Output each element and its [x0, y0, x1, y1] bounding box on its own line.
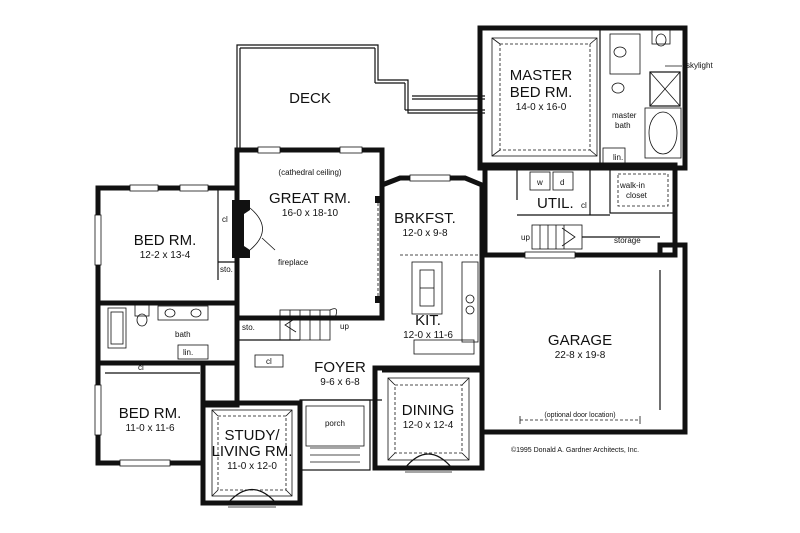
study-label-1: STUDY/ [224, 427, 280, 444]
kit-dim: 12-0 x 11-6 [403, 330, 453, 341]
garage [482, 242, 688, 435]
garage-door-note: (optional door location) [544, 412, 615, 419]
brkfst-dim: 12-0 x 9-8 [402, 228, 447, 239]
copyright: ©1995 Donald A. Gardner Architects, Inc. [511, 446, 639, 454]
cl-bed2-label: cl [138, 363, 144, 372]
foyer-label: FOYER [314, 359, 366, 376]
util-label: UTIL. [537, 195, 574, 212]
great-note: (cathedral ceiling) [278, 168, 341, 177]
stair-main [279, 308, 338, 341]
master-bath-label-2: bath [615, 121, 631, 130]
garage-dim: 22-8 x 19-8 [555, 350, 606, 361]
lin-master-label: lin. [613, 153, 623, 162]
porch [299, 399, 371, 471]
cl-util-label: cl [581, 201, 587, 210]
washer-label: w [536, 178, 543, 187]
garage-label: GARAGE [548, 332, 612, 349]
master-bath-label-1: master [612, 111, 637, 120]
bed1-dim: 12-2 x 13-4 [140, 250, 191, 261]
kit-label: KIT. [415, 312, 441, 329]
bath-label: bath [175, 330, 191, 339]
master-label-2: BED RM. [510, 84, 573, 101]
master-label-1: MASTER [510, 67, 573, 84]
dryer-label: d [560, 178, 564, 187]
deck-label: DECK [289, 90, 331, 107]
bed2-label: BED RM. [119, 405, 182, 422]
dining-dim: 12-0 x 12-4 [403, 420, 454, 431]
stair-up-hall-label: up [340, 322, 349, 331]
study-living [200, 400, 303, 508]
lin-bath-label: lin. [183, 348, 193, 357]
foyer-dim: 9-6 x 6-8 [320, 377, 360, 388]
sto-hall-label: sto. [242, 323, 255, 332]
study-label-2: LIVING RM. [212, 443, 293, 460]
porch-label: porch [325, 419, 345, 428]
cl-foyer-label: cl [266, 357, 272, 366]
sto-bed1-label: sto. [220, 265, 233, 274]
utility-area [482, 162, 678, 258]
dining-room [372, 365, 485, 473]
walk-in-label-2: closet [626, 191, 648, 200]
cl-bed1-label: cl [222, 215, 228, 224]
storage-label: storage [614, 236, 641, 245]
master-dim: 14-0 x 16-0 [516, 102, 567, 113]
bed1-label: BED RM. [134, 232, 197, 249]
foyer-area [203, 308, 382, 408]
deck [236, 44, 485, 150]
hall-bath [95, 300, 240, 366]
stair-util [531, 224, 583, 250]
study-dim: 11-0 x 12-0 [227, 461, 277, 472]
walk-in-label-1: walk-in [619, 181, 645, 190]
skylight-label: skylight [686, 61, 713, 70]
brkfst-label: BRKFST. [394, 210, 456, 227]
bed2-dim: 11-0 x 11-6 [125, 423, 175, 434]
dining-label: DINING [402, 402, 455, 419]
fireplace-label: fireplace [278, 258, 309, 267]
great-label: GREAT RM. [269, 190, 351, 207]
great-dim: 16-0 x 18-10 [282, 208, 339, 219]
master-suite [477, 25, 688, 214]
stair-up-util-label: up [521, 233, 530, 242]
